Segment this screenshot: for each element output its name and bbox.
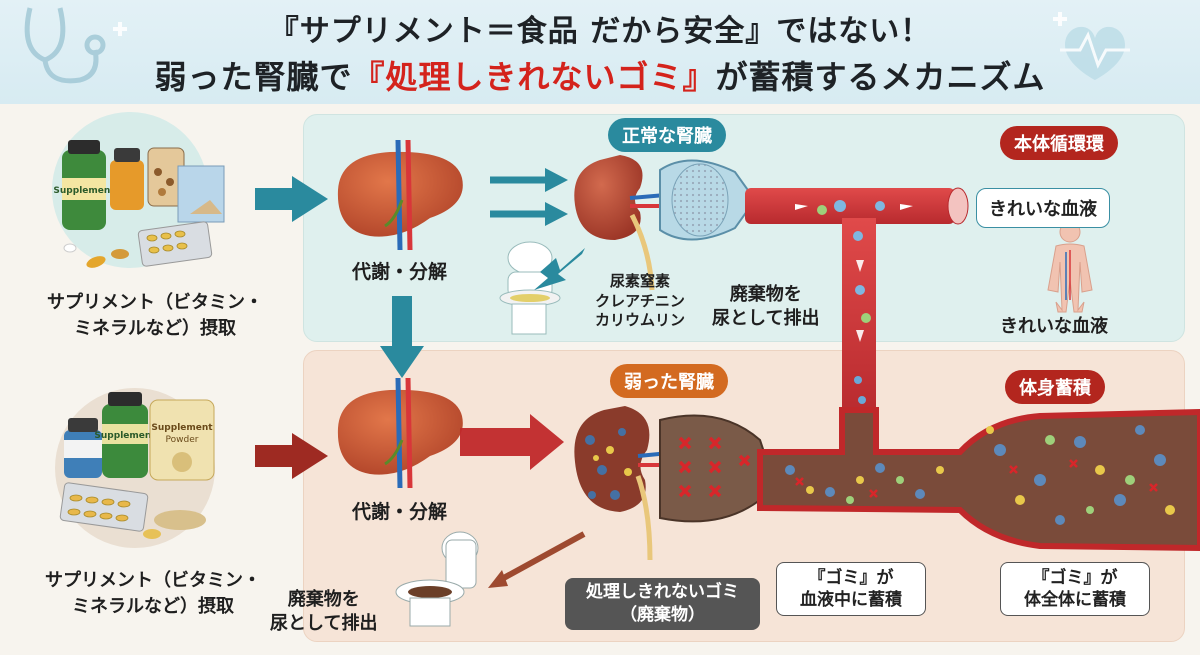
- excretion-label-top-line2: 尿として排出: [712, 308, 820, 330]
- unprocessed-waste-line1: 処理しきれないゴミ: [586, 582, 739, 602]
- arrow-metabolism-down: [380, 296, 424, 378]
- metabolism-label-top: 代謝・分解: [352, 261, 448, 283]
- arrow-intake-bottom: [255, 433, 328, 479]
- supplements-bottom-illustration: Supplement Supplement Powder: [55, 388, 215, 548]
- accumulation-title: 体身蓄積: [1005, 370, 1105, 404]
- title-banner: 『サプリメント＝食品 だから安全』ではない！ 弱った腎臓で『処理しきれないゴミ』…: [0, 0, 1200, 104]
- body-accumulation-callout: 『ゴミ』が 体全体に蓄積: [1000, 562, 1150, 617]
- excretion-label-bottom-line1: 廃棄物を: [287, 589, 360, 610]
- title-line-2-highlight: 『処理しきれないゴミ』: [352, 58, 716, 96]
- clogged-filter-icon: [659, 414, 772, 523]
- title-line-2-part1: 弱った腎臓で: [154, 58, 353, 96]
- heart-pulse-icon: [1060, 26, 1130, 80]
- arrow-excretion-bottom: [488, 531, 586, 588]
- waste-vessel: [757, 376, 1200, 552]
- clean-blood-label: きれいな血液: [1000, 316, 1108, 337]
- bottle-label-bottom: Supplement: [94, 431, 156, 441]
- body-accumulation-line1: 『ゴミ』が: [1032, 568, 1118, 588]
- arrow-to-kidney-top: [490, 176, 548, 218]
- human-body-icon: [1047, 221, 1093, 313]
- kidney-icon: [574, 406, 681, 561]
- powder-box: [149, 399, 215, 481]
- box-label-line2: Powder: [166, 435, 199, 445]
- blister-pack: [137, 221, 213, 267]
- intake-label-top: サプリメント（ビタミン・ ミネラルなど）摂取: [40, 290, 270, 342]
- supplements-top-illustration: Supplement: [52, 112, 225, 268]
- header-decor: [24, 7, 1130, 84]
- intake-label-bottom-line1: サプリメント（ビタミン・: [45, 570, 261, 591]
- toilet-icon: [499, 241, 561, 335]
- intake-label-bottom: サプリメント（ビタミン・ ミネラルなど）摂取: [38, 568, 268, 620]
- intake-label-top-line2: ミネラルなど）摂取: [74, 318, 236, 340]
- clean-vessel: [745, 187, 969, 418]
- sparkle-icon: [113, 12, 1067, 36]
- title-line-2: 弱った腎臓で『処理しきれないゴミ』が蓄積するメカニズム: [0, 52, 1200, 98]
- toilet-icon: [395, 531, 479, 627]
- liver-icon: [337, 139, 463, 251]
- box-label-line1: Supplement: [151, 423, 213, 433]
- excretion-label-bottom-line2: 尿として排出: [270, 613, 378, 635]
- intake-label-top-line1: サプリメント（ビタミン・: [47, 292, 263, 313]
- excretion-label-top: 廃棄物を 尿として排出: [712, 283, 819, 332]
- excretion-label-top-line1: 廃棄物を: [729, 284, 802, 305]
- title-line-2-part2: が蓄積するメカニズム: [715, 58, 1046, 96]
- excretion-label-bottom: 廃棄物を 尿として排出: [270, 588, 377, 637]
- normal-kidney-title: 正常な腎臓: [608, 118, 726, 152]
- bottle-label-top: Supplement: [53, 186, 115, 196]
- blood-accumulation-line1: 『ゴミ』が: [808, 568, 894, 588]
- arrow-intake-top: [255, 176, 328, 222]
- filtered-waste-potassium: カリウムリン: [594, 311, 685, 329]
- title-line-1: 『サプリメント＝食品 だから安全』ではない！: [268, 14, 932, 49]
- filtered-waste-urea: 尿素窒素: [609, 272, 670, 290]
- body-accumulation-line2: 体全体に蓄積: [1024, 590, 1126, 611]
- metabolism-label-bottom: 代謝・分解: [352, 501, 448, 523]
- clean-blood-bubble: きれいな血液: [976, 188, 1110, 228]
- liver-icon: [337, 377, 463, 489]
- circulation-title: 本体循環環: [1000, 126, 1118, 160]
- blood-accumulation-callout: 『ゴミ』が 血液中に蓄積: [776, 562, 926, 617]
- arrow-to-kidney-bottom: [460, 414, 564, 470]
- stethoscope-icon: [24, 7, 106, 84]
- weak-kidney-title: 弱った腎臓: [610, 364, 728, 398]
- unprocessed-waste-callout: 処理しきれないゴミ （廃棄物）: [565, 578, 760, 630]
- filter-icon: [659, 159, 757, 241]
- unprocessed-waste-line2: （廃棄物）: [620, 604, 705, 625]
- blood-accumulation-line2: 血液中に蓄積: [800, 590, 902, 611]
- filtered-waste-creatinine: クレアチニン: [595, 291, 685, 310]
- intake-label-bottom-line2: ミネラルなど）摂取: [72, 596, 234, 618]
- filtered-waste-list: 尿素窒素 クレアチニン カリウムリン: [585, 272, 695, 331]
